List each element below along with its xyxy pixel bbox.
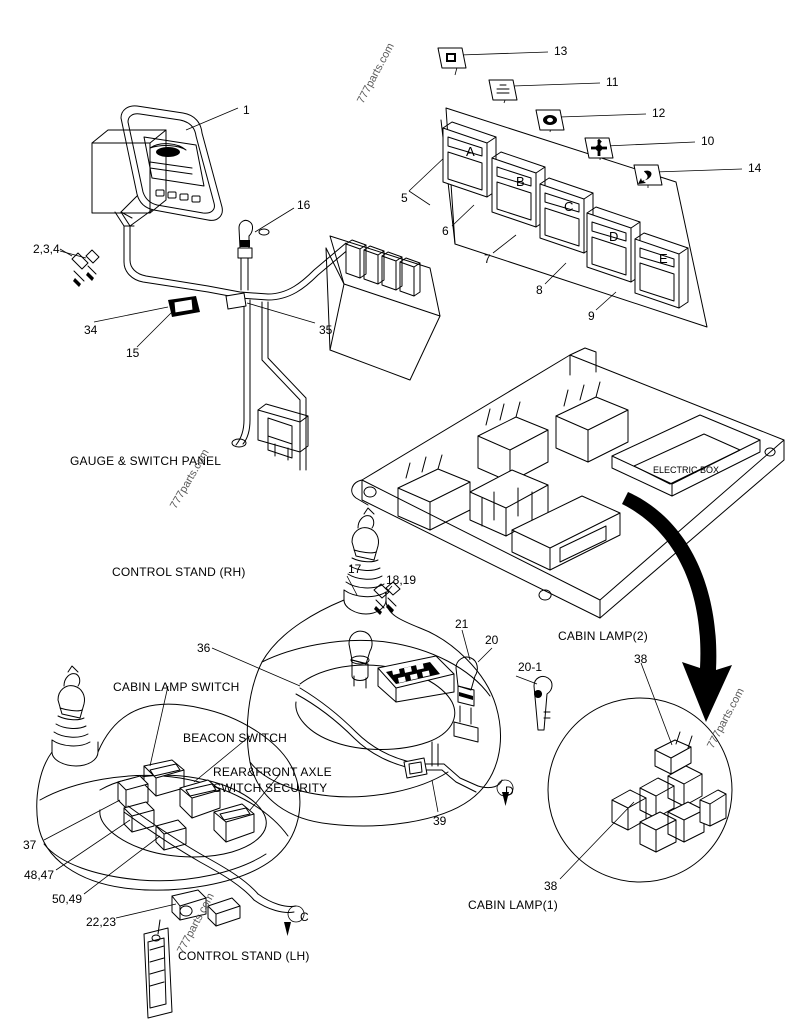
callout-9: 9 bbox=[588, 309, 595, 323]
section-label-control-stand-rh: CONTROL STAND (RH) bbox=[112, 565, 246, 579]
callout-37: 37 bbox=[23, 838, 37, 852]
section-label-switch-security: SWITCH SECURITY bbox=[213, 781, 328, 795]
callout-20: 20 bbox=[485, 633, 499, 647]
callout-1: 1 bbox=[243, 103, 250, 117]
callout-2-3-4: 2,3,4 bbox=[33, 242, 60, 256]
section-label-cabin-lamp-switch: CABIN LAMP SWITCH bbox=[113, 680, 240, 694]
callout-18-19: 18,19 bbox=[386, 573, 417, 587]
callout-38-top: 38 bbox=[634, 652, 648, 666]
callout-14: 14 bbox=[748, 161, 762, 175]
switch-letter-a: A bbox=[466, 144, 475, 159]
switch-letter-d: D bbox=[609, 229, 619, 244]
section-label-gauge-switch-panel: GAUGE & SWITCH PANEL bbox=[70, 454, 222, 468]
callout-35: 35 bbox=[319, 323, 333, 337]
section-label-beacon-switch: BEACON SWITCH bbox=[183, 731, 287, 745]
callout-10: 10 bbox=[701, 134, 715, 148]
switch-letter-e: E bbox=[659, 251, 668, 266]
callout-22-23: 22,23 bbox=[86, 915, 117, 929]
callout-34: 34 bbox=[84, 323, 98, 337]
callout-6: 6 bbox=[442, 224, 449, 238]
callout-39: 39 bbox=[433, 814, 447, 828]
callout-7: 7 bbox=[484, 252, 491, 266]
section-label-cabin-lamp-2: CABIN LAMP(2) bbox=[558, 629, 648, 643]
callout-36: 36 bbox=[197, 641, 211, 655]
label-electric-box: ELECTRIC BOX bbox=[653, 465, 720, 475]
callout-20-1: 20-1 bbox=[518, 660, 543, 674]
callout-48-47: 48,47 bbox=[24, 868, 55, 882]
section-label-rear-front-axle: REAR&FRONT AXLE bbox=[213, 765, 332, 779]
callout-21: 21 bbox=[455, 617, 469, 631]
callout-13: 13 bbox=[554, 44, 568, 58]
switch-letter-b: B bbox=[516, 174, 525, 189]
callout-11: 11 bbox=[606, 75, 619, 89]
switch-letter-c: C bbox=[564, 199, 574, 214]
callout-38-bottom: 38 bbox=[544, 879, 558, 893]
callout-8: 8 bbox=[536, 283, 543, 297]
callout-50-49: 50,49 bbox=[52, 892, 83, 906]
callout-15: 15 bbox=[126, 346, 140, 360]
callout-17: 17 bbox=[348, 562, 362, 576]
callout-16: 16 bbox=[297, 198, 311, 212]
section-label-cabin-lamp-1: CABIN LAMP(1) bbox=[468, 898, 558, 912]
callout-12: 12 bbox=[652, 106, 666, 120]
callout-ref-d: D bbox=[505, 784, 514, 798]
section-label-control-stand-lh: CONTROL STAND (LH) bbox=[178, 949, 310, 963]
callout-5: 5 bbox=[401, 191, 408, 205]
callout-ref-c: C bbox=[300, 910, 309, 924]
